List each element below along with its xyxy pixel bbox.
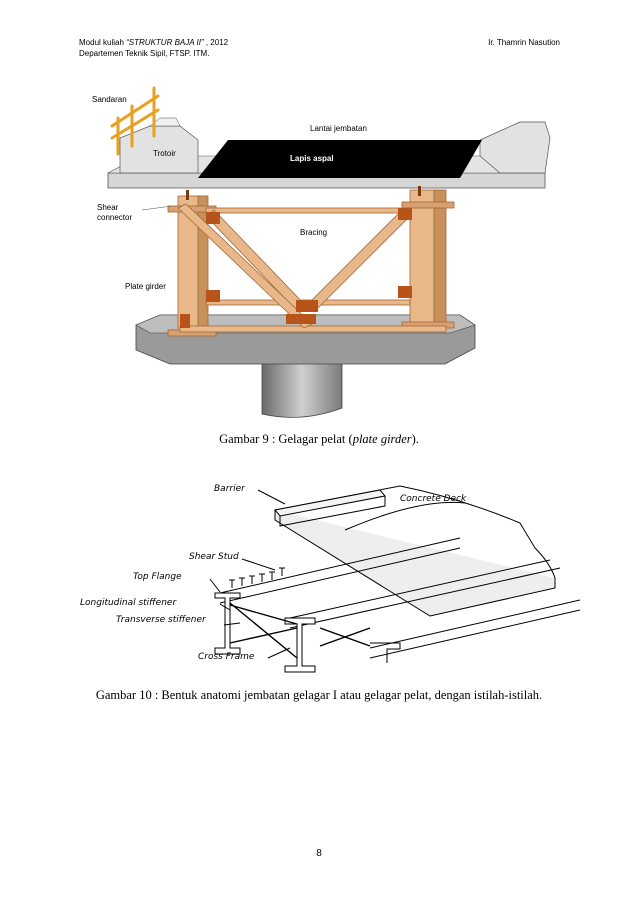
figure-10-caption: Gambar 10 : Bentuk anatomi jembatan gela… — [95, 688, 543, 702]
header-author: Ir. Thamrin Nasution — [488, 38, 560, 47]
label-shear-stud: Shear Stud — [189, 552, 239, 562]
header-department: Departemen Teknik Sipil, FTSP. ITM. — [79, 49, 210, 58]
shear-studs — [229, 567, 285, 588]
label-shear-connector-2: connector — [97, 213, 133, 222]
label-lantai-jembatan: Lantai jembatan — [310, 124, 367, 133]
caption-9-suffix: ). — [411, 432, 419, 446]
shear-connectors — [186, 186, 421, 200]
header-module-prefix: Modul kuliah — [79, 38, 127, 47]
pier-column — [261, 357, 343, 418]
label-plate-girder: Plate girder — [125, 282, 166, 291]
label-transverse-stiffener: Transverse stiffener — [116, 615, 206, 625]
bracing-diagonals — [177, 203, 411, 329]
label-shear-connector-1: Shear — [97, 203, 119, 212]
figure-9-plate-girder — [107, 86, 551, 418]
railing — [110, 86, 160, 156]
trotoir-right — [479, 121, 551, 174]
figure-10-anatomy — [209, 485, 580, 673]
cross-frame — [229, 602, 371, 659]
header-year: , 2012 — [203, 38, 229, 47]
label-concrete-deck: Concrete Deck — [400, 494, 467, 504]
page-number: 8 — [316, 848, 322, 859]
left-girder-section — [214, 592, 241, 655]
label-cross-frame: Cross Frame — [198, 652, 255, 662]
label-barrier: Barrier — [214, 484, 245, 494]
label-lapis-aspal: Lapis aspal — [290, 154, 334, 163]
caption-9-italic: plate girder — [352, 432, 412, 446]
figure-9-caption: Gambar 9 : Gelagar pelat (plate girder). — [0, 432, 638, 447]
caption-9-prefix: Gambar 9 : Gelagar pelat ( — [219, 432, 353, 446]
label-bracing: Bracing — [300, 228, 328, 237]
label-top-flange: Top Flange — [133, 572, 182, 582]
right-girder-section — [284, 617, 316, 673]
header-module-title: “STRUKTUR BAJA II” — [126, 38, 204, 47]
label-sandaran: Sandaran — [92, 95, 127, 104]
gusset-plates — [180, 208, 412, 328]
header-left: Modul kuliah “STRUKTUR BAJA II” , 2012 — [79, 38, 228, 47]
asphalt-layer — [198, 140, 482, 178]
label-longitudinal-stiffener: Longitudinal stiffener — [80, 598, 177, 608]
label-trotoir: Trotoir — [153, 149, 176, 158]
girder-right — [409, 189, 439, 325]
